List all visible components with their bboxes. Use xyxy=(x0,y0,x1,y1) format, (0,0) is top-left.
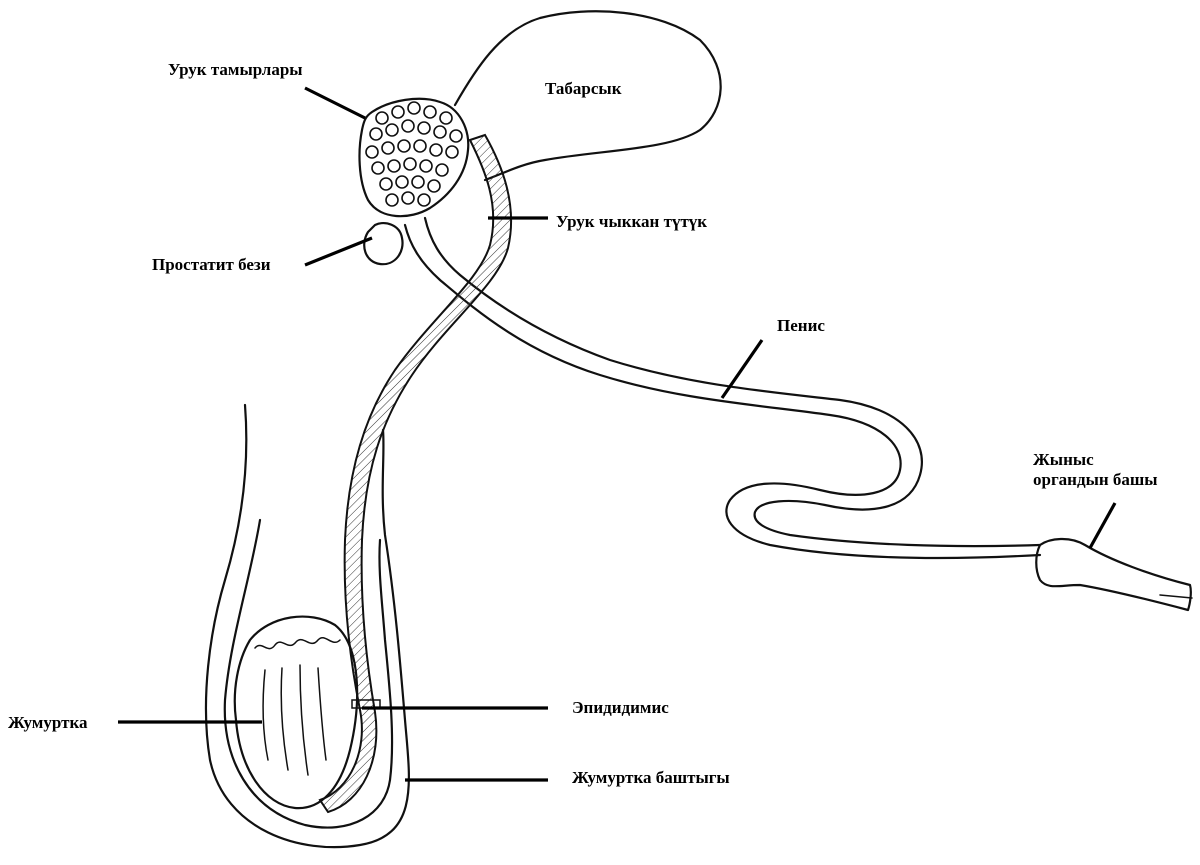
prostate-shape xyxy=(363,221,404,266)
vesicle-bubble xyxy=(375,111,389,125)
vas-deferens-tube xyxy=(318,133,513,814)
bladder-shape xyxy=(453,10,722,182)
label-epididymis: Эпидидимис xyxy=(572,698,669,717)
glans-shape xyxy=(1035,537,1192,612)
vesicle-bubble xyxy=(449,129,463,143)
seminal-vesicles-shape xyxy=(358,97,470,218)
vesicle-bubble xyxy=(403,157,417,171)
label-prostate: Простатит бези xyxy=(152,255,271,274)
testis-lines xyxy=(262,664,327,776)
label-glans-line2: органдын башы xyxy=(1033,470,1158,489)
label-bladder: Табарсык xyxy=(545,79,622,98)
label-glans-line1: Жыныс xyxy=(1033,450,1094,469)
vesicle-bubble xyxy=(417,193,431,207)
leader-penis xyxy=(720,339,764,399)
vesicle-bubble xyxy=(445,145,459,159)
vesicle-bubble xyxy=(429,143,443,157)
vesicle-bubble xyxy=(435,163,449,177)
vesicle-bubble xyxy=(395,175,409,189)
seminal-vesicles-bubbles xyxy=(365,101,463,207)
vesicle-bubble xyxy=(387,159,401,173)
vesicle-bubble xyxy=(385,123,399,137)
vesicle-bubble xyxy=(379,177,393,191)
label-penis: Пенис xyxy=(777,316,825,335)
vesicle-bubble xyxy=(401,191,415,205)
leader-glans xyxy=(1088,502,1117,549)
label-seminal-vesicles: Урук тамырлары xyxy=(168,60,303,79)
vesicle-bubble xyxy=(365,145,379,159)
testis-wavy-top xyxy=(254,637,341,650)
vesicle-bubble xyxy=(423,105,437,119)
vesicle-bubble xyxy=(371,161,385,175)
vesicle-bubble xyxy=(369,127,383,141)
scrotum-inner xyxy=(223,518,394,829)
vesicle-bubble xyxy=(427,179,441,193)
label-glans: Жыныс органдын башы xyxy=(1033,450,1158,490)
testis-shape xyxy=(233,615,359,810)
vesicle-bubble xyxy=(411,175,425,189)
vesicle-bubble xyxy=(391,105,405,119)
vesicle-bubble xyxy=(417,121,431,135)
vesicle-bubble xyxy=(397,139,411,153)
leader-seminal-vesicles xyxy=(304,86,366,120)
vesicle-bubble xyxy=(439,111,453,125)
label-scrotum: Жумуртка баштыгы xyxy=(572,768,730,787)
vesicle-bubble xyxy=(413,139,427,153)
scrotum-outer xyxy=(204,403,410,849)
vesicle-bubble xyxy=(407,101,421,115)
urethra-upper xyxy=(403,223,1042,560)
vesicle-bubble xyxy=(419,159,433,173)
urethra-lower xyxy=(423,216,1042,548)
vesicle-bubble xyxy=(381,141,395,155)
label-vas-deferens: Урук чыккан түтүк xyxy=(556,212,708,231)
vesicle-bubble xyxy=(433,125,447,139)
vesicle-bubble xyxy=(385,193,399,207)
glans-tip-line xyxy=(1159,594,1193,599)
leader-prostate xyxy=(304,236,373,267)
vesicle-bubble xyxy=(401,119,415,133)
label-testis: Жумуртка xyxy=(8,713,88,732)
